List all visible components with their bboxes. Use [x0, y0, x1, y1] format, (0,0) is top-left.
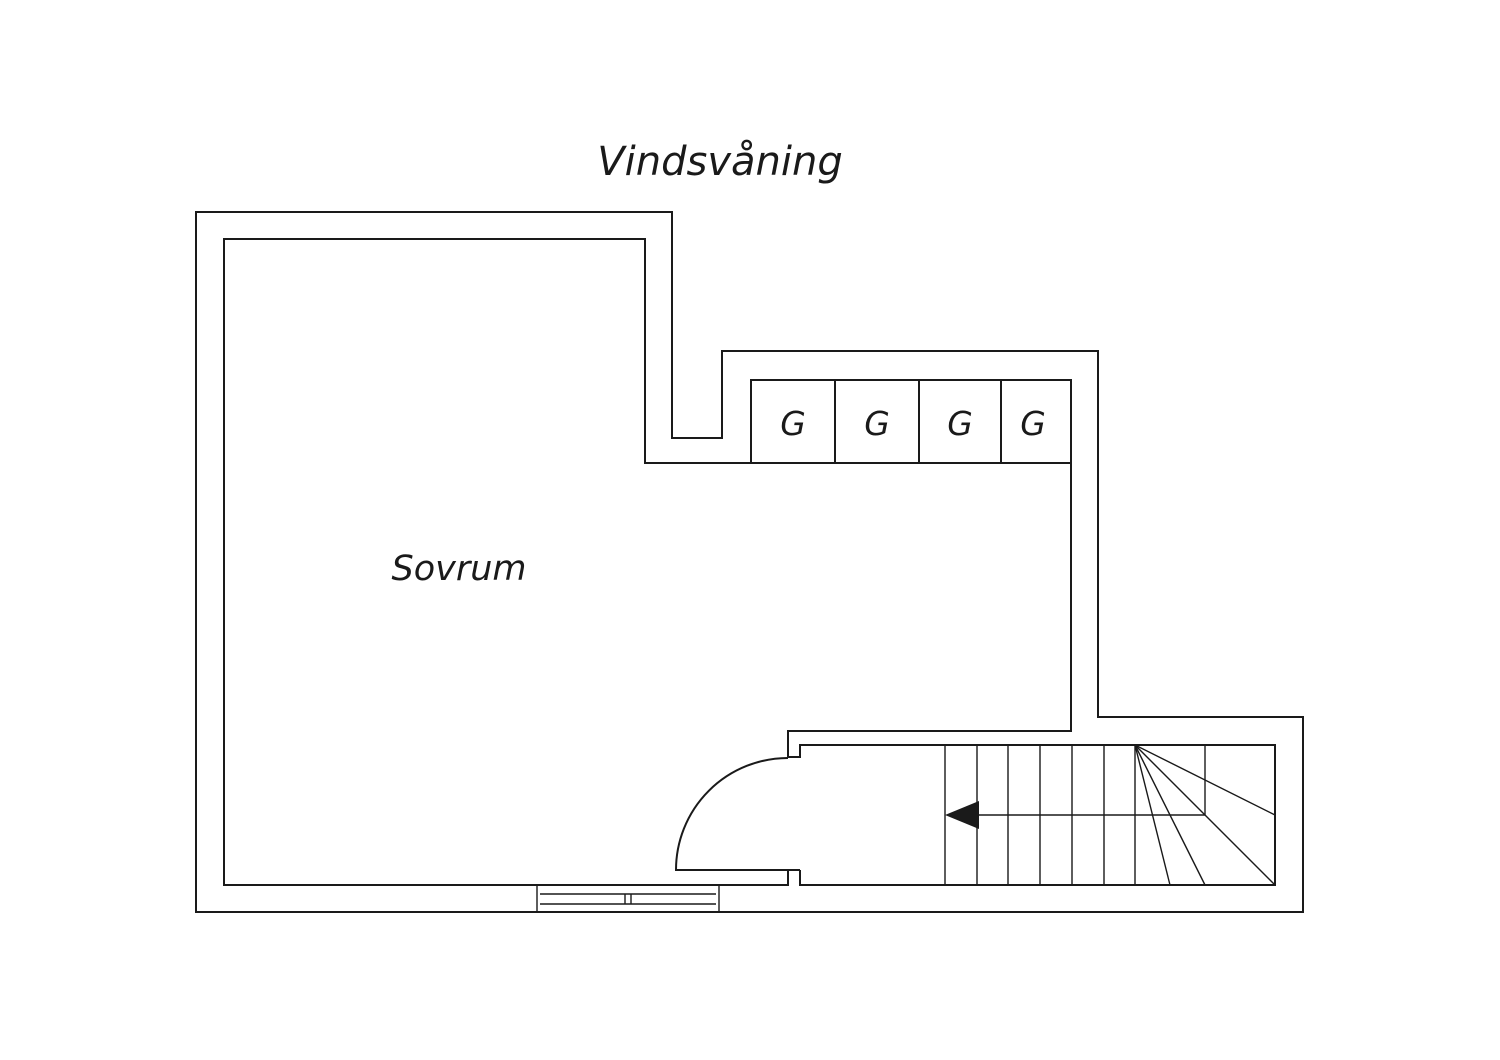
closet-label: G — [1020, 404, 1046, 443]
room-label-bedroom: Sovrum — [391, 549, 526, 589]
closet-row — [751, 380, 1071, 464]
window — [536, 884, 720, 913]
staircase — [944, 744, 1276, 886]
plan-title: Vindsvåning — [597, 139, 842, 185]
stair-direction-arrow — [945, 801, 979, 829]
outer-wall — [195, 211, 1304, 913]
inner-wall-main — [223, 238, 1072, 886]
closet-label: G — [864, 404, 890, 443]
closet-label: G — [947, 404, 973, 443]
door-swing — [674, 757, 789, 871]
closet-label: G — [780, 404, 806, 443]
